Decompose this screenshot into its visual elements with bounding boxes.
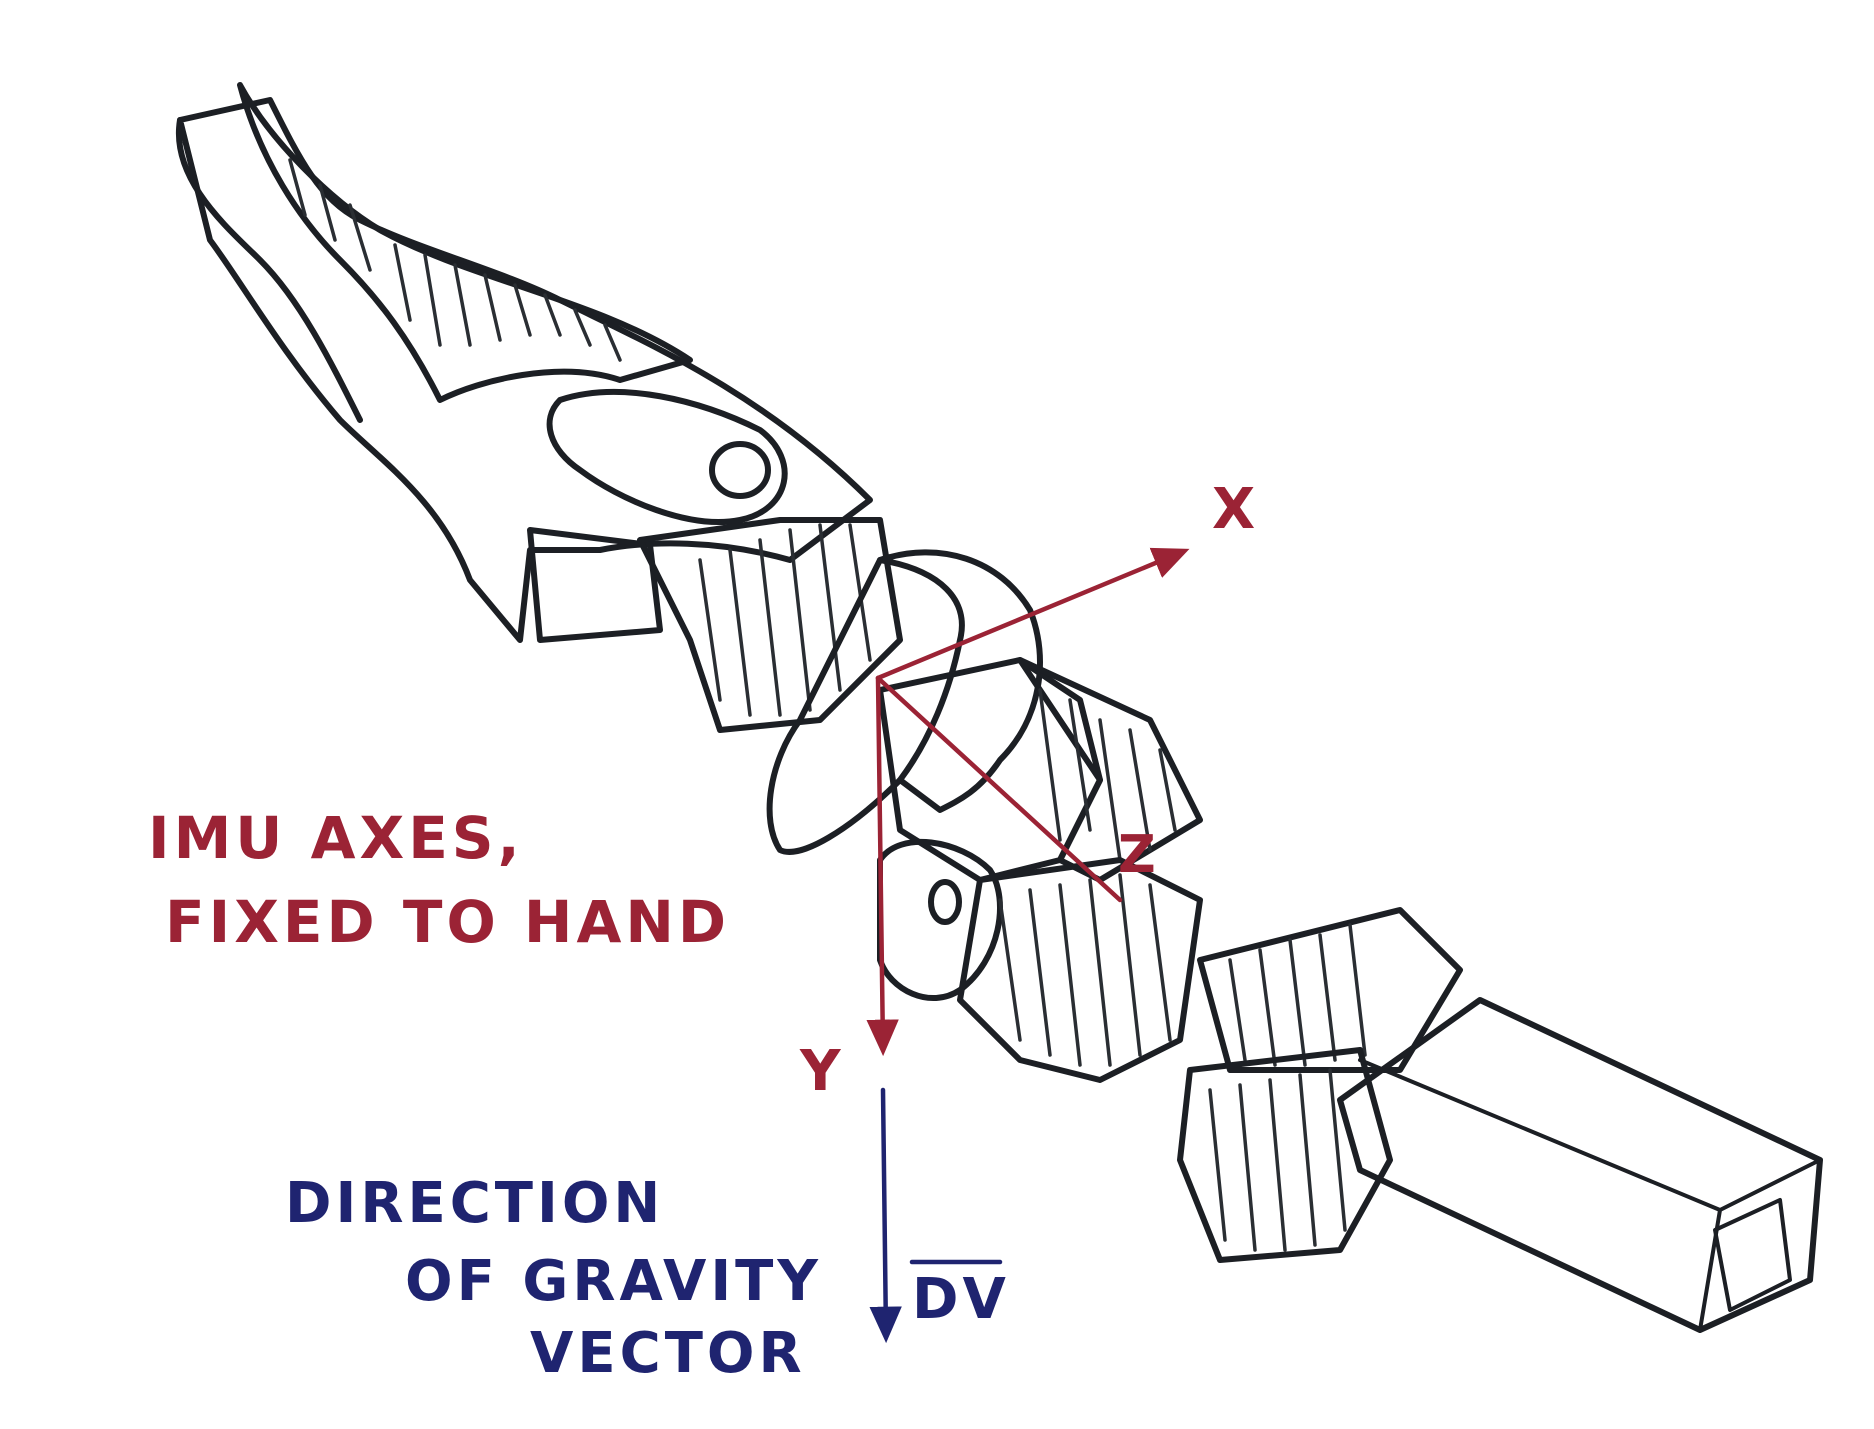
upper-finger: [180, 100, 870, 640]
gravity-vector: DV: [883, 1090, 1010, 1335]
axis-y-arrow: [878, 678, 883, 1048]
imu-label-line2: FIXED TO HAND: [165, 888, 730, 956]
lower-pivot-hole: [931, 882, 959, 922]
arm-beam: [1340, 1000, 1820, 1330]
axis-y-label: Y: [799, 1039, 845, 1104]
gripper-illustration: [179, 85, 1820, 1330]
gravity-label-line2: OF GRAVITY: [405, 1249, 822, 1314]
base-body-hatching: [1000, 875, 1170, 1065]
axis-x-label: X: [1212, 477, 1259, 542]
gravity-arrow: [883, 1090, 886, 1335]
pivot-link: [550, 392, 785, 522]
gravity-label-line3: VECTOR: [530, 1321, 806, 1386]
gravity-label-line1: DIRECTION: [285, 1171, 664, 1236]
axis-z-label: Z: [1118, 825, 1160, 885]
imu-axes: X Y Z: [799, 477, 1259, 1104]
lower-link-block: [1020, 660, 1200, 880]
pivot-hole: [712, 444, 768, 496]
palm-hatching: [700, 525, 870, 715]
lower-mount-hatching: [1210, 1070, 1345, 1250]
mount-block: [1200, 910, 1460, 1070]
gravity-symbol: DV: [912, 1267, 1010, 1332]
imu-label-line1: IMU AXES,: [148, 804, 524, 872]
imu-label: IMU AXES, FIXED TO HAND: [148, 804, 730, 956]
gravity-label: DIRECTION OF GRAVITY VECTOR: [285, 1171, 822, 1386]
inner-finger: [240, 85, 690, 400]
